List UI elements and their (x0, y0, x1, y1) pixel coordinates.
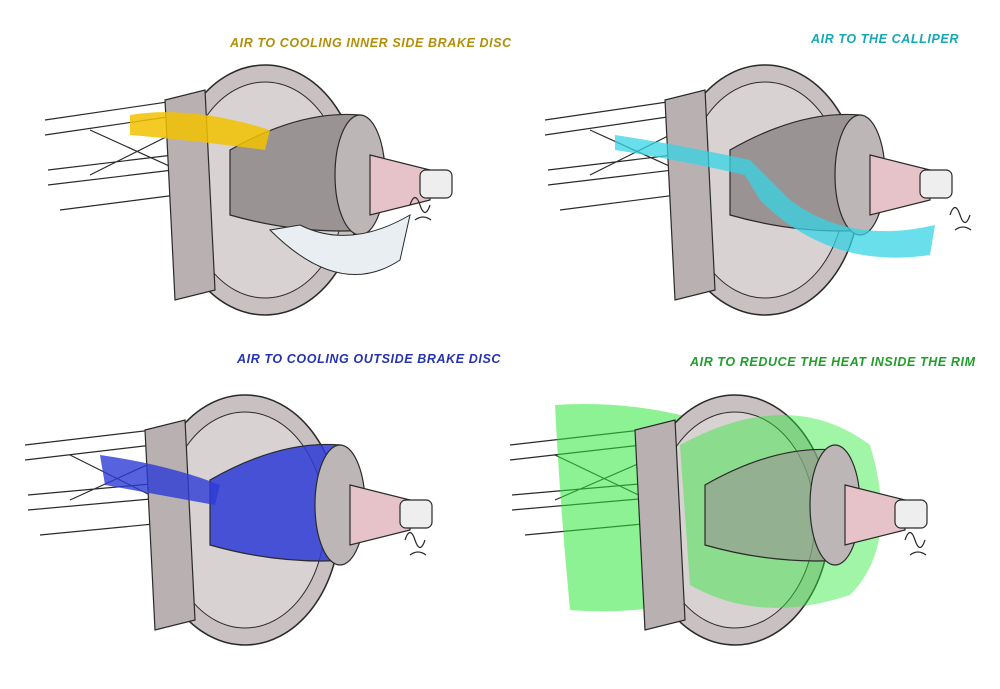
brake-assembly-drawing-inner (44, 64, 453, 316)
brake-assembly-drawing-calliper (544, 64, 972, 316)
caption-inner-disc: AIR TO COOLING INNER SIDE BRAKE DISC (230, 36, 512, 50)
caption-rim: AIR TO REDUCE THE HEAT INSIDE THE RIM (690, 355, 976, 369)
wheel-hub (869, 154, 953, 216)
lower-duct (268, 213, 411, 275)
airflow-outside-disc (100, 455, 220, 505)
wheel-hub (349, 484, 433, 546)
brake-assembly-drawing-rim (509, 394, 928, 646)
artist-signature (404, 531, 427, 556)
panel-rim: AIR TO REDUCE THE HEAT INSIDE THE RIM (500, 345, 1000, 689)
panel-calliper: AIR TO THE CALLIPER (500, 0, 1000, 344)
airflow-calliper (615, 135, 935, 258)
suspension-arms (24, 424, 196, 536)
panel-outside-disc: AIR TO COOLING OUTSIDE BRAKE DISC (0, 345, 500, 689)
panel-inner-disc: AIR TO COOLING INNER SIDE BRAKE DISC (0, 0, 511, 344)
airflow-inner-disc (130, 112, 270, 150)
artist-signature (409, 196, 432, 221)
brake-assembly-drawing-outside (24, 394, 433, 646)
caption-outside-disc: AIR TO COOLING OUTSIDE BRAKE DISC (237, 352, 502, 366)
suspension-arms (544, 94, 716, 211)
artist-signature (949, 206, 972, 231)
artist-signature (904, 531, 927, 556)
wheel-hub (844, 484, 928, 546)
caption-calliper: AIR TO THE CALLIPER (811, 32, 959, 46)
wheel-hub (369, 154, 453, 216)
